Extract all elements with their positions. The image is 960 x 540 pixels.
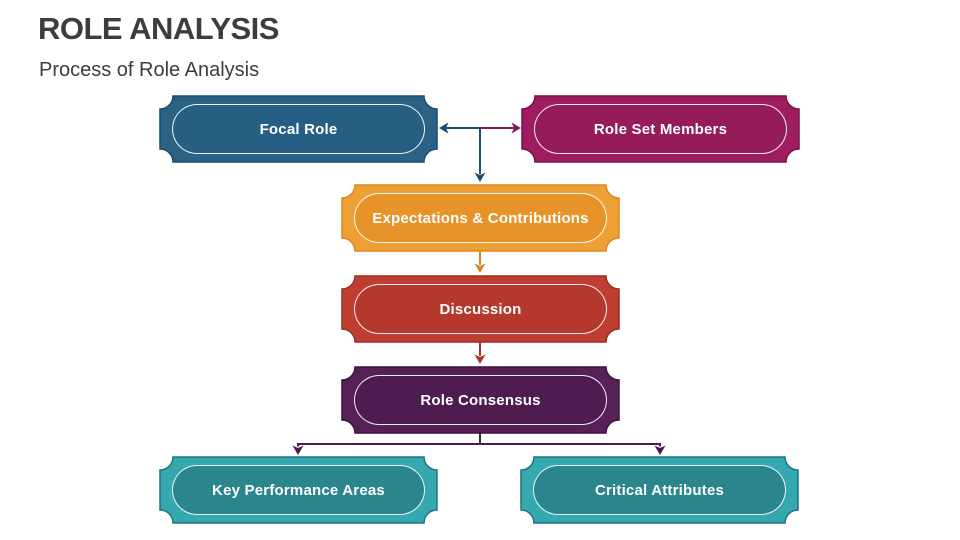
arrowhead-down-orange-icon: [474, 263, 486, 273]
arrowhead-right-icon: [511, 122, 521, 134]
arrowhead-down-red-icon: [474, 354, 486, 364]
node-role-set-members: Role Set Members: [521, 95, 800, 163]
node-label: Discussion: [439, 300, 522, 318]
node-pill: Discussion: [354, 284, 607, 334]
connector-consensus-branch: [297, 433, 661, 447]
node-pill: Expectations & Contributions: [354, 193, 607, 243]
arrowhead-down-purple-right-icon: [654, 445, 666, 455]
node-expectations-contributions: Expectations & Contributions: [341, 184, 620, 252]
node-label: Role Consensus: [420, 391, 541, 409]
node-key-performance-areas: Key Performance Areas: [159, 456, 438, 524]
node-pill: Key Performance Areas: [172, 465, 425, 515]
node-label: Focal Role: [259, 120, 338, 138]
node-label: Key Performance Areas: [212, 481, 385, 499]
node-pill: Critical Attributes: [533, 465, 786, 515]
node-focal-role: Focal Role: [159, 95, 438, 163]
arrowhead-left-icon: [439, 122, 449, 134]
page-subtitle: Process of Role Analysis: [39, 59, 260, 81]
node-critical-attributes: Critical Attributes: [520, 456, 799, 524]
arrowhead-down-blue-icon: [474, 172, 486, 182]
node-label: Critical Attributes: [594, 481, 725, 499]
node-pill: Focal Role: [172, 104, 425, 154]
arrowhead-down-purple-left-icon: [292, 445, 304, 455]
page-title: ROLE ANALYSIS: [38, 11, 279, 46]
node-label: Expectations & Contributions: [372, 209, 589, 227]
node-role-consensus: Role Consensus: [341, 366, 620, 434]
node-pill: Role Consensus: [354, 375, 607, 425]
node-discussion: Discussion: [341, 275, 620, 343]
node-pill: Role Set Members: [534, 104, 787, 154]
node-label: Role Set Members: [593, 120, 728, 138]
